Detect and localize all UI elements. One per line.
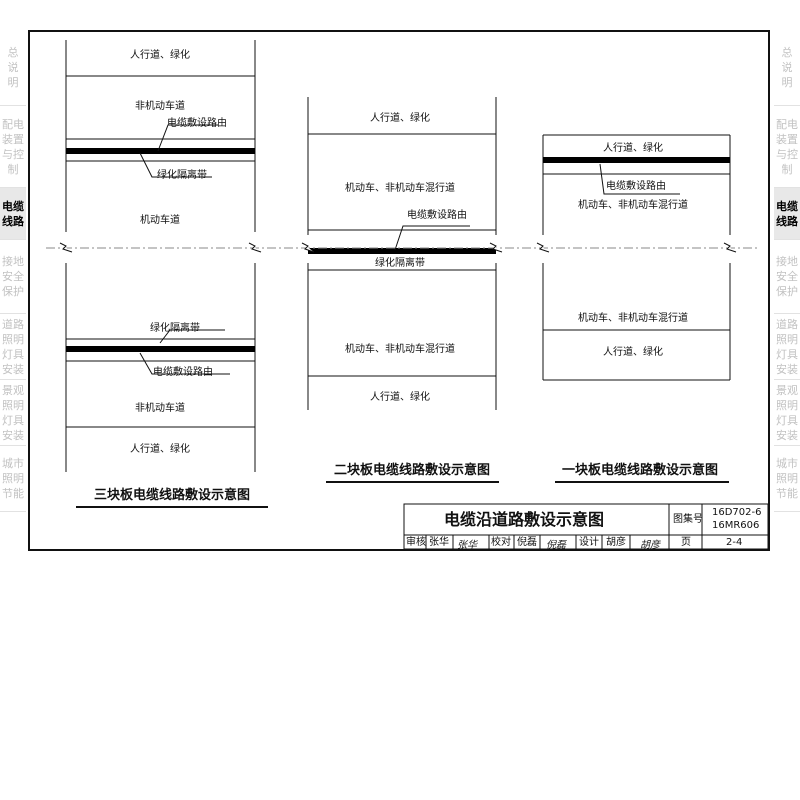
label-bike-lane-bottom: 非机动车道 bbox=[135, 403, 185, 414]
design-label: 设计 bbox=[579, 537, 599, 548]
label-motorway: 机动车道 bbox=[140, 215, 180, 226]
caption-underline bbox=[76, 506, 268, 508]
atlas-no-1: 16D702-6 bbox=[712, 507, 762, 518]
label-cable-route: 电缆敷设路由 bbox=[606, 181, 666, 192]
label-cable-route: 电缆敷设路由 bbox=[167, 118, 227, 129]
reviewer-name: 张华 bbox=[429, 537, 449, 548]
label-sidewalk-top: 人行道、绿化 bbox=[130, 50, 190, 61]
chapter-tab[interactable]: 总 说 明 bbox=[774, 30, 800, 106]
chapter-tab[interactable]: 配电 装置 与控 制 bbox=[774, 106, 800, 188]
label-sidewalk-top: 人行道、绿化 bbox=[370, 113, 430, 124]
chapter-tab[interactable]: 电缆 线路 bbox=[0, 188, 26, 240]
page-number: 2-4 bbox=[726, 537, 743, 548]
page-label: 页 bbox=[681, 537, 691, 548]
label-sidewalk-bottom: 人行道、绿化 bbox=[370, 392, 430, 403]
chapter-tab[interactable]: 电缆 线路 bbox=[774, 188, 800, 240]
checker-signature: 倪磊 bbox=[546, 540, 566, 551]
label-green-median: 绿化隔离带 bbox=[157, 170, 207, 181]
label-bike-lane-top: 非机动车道 bbox=[135, 101, 185, 112]
atlas-no-2: 16MR606 bbox=[712, 520, 760, 531]
label-sidewalk-bottom: 人行道、绿化 bbox=[130, 444, 190, 455]
label-mixed-lane-top: 机动车、非机动车混行道 bbox=[345, 183, 455, 194]
label-mixed-lane-bottom: 机动车、非机动车混行道 bbox=[345, 344, 455, 355]
chapter-tab[interactable]: 接地 安全 保护 bbox=[774, 240, 800, 314]
caption-one-panel: 一块板电缆线路敷设示意图 bbox=[561, 463, 719, 478]
chapter-tab[interactable]: 道路 照明 灯具 安装 bbox=[774, 314, 800, 380]
label-sidewalk-top: 人行道、绿化 bbox=[603, 143, 663, 154]
caption-underline bbox=[326, 481, 499, 483]
chapter-tab[interactable]: 总 说 明 bbox=[0, 30, 26, 106]
label-green-median: 绿化隔离带 bbox=[375, 258, 425, 269]
chapter-tab[interactable]: 接地 安全 保护 bbox=[0, 240, 26, 314]
caption-underline bbox=[555, 481, 729, 483]
review-label: 审核 bbox=[406, 537, 426, 548]
chapter-tab[interactable]: 配电 装置 与控 制 bbox=[0, 106, 26, 188]
checker-name: 倪磊 bbox=[517, 537, 537, 548]
label-cable-route: 电缆敷设路由 bbox=[153, 367, 213, 378]
label-cable-route: 电缆敷设路由 bbox=[407, 210, 467, 221]
label-mixed-lane-top: 机动车、非机动车混行道 bbox=[578, 200, 688, 211]
designer-name: 胡彦 bbox=[606, 537, 626, 548]
chapter-tab[interactable]: 景观 照明 灯具 安装 bbox=[0, 380, 26, 446]
drawing-frame bbox=[28, 30, 770, 551]
drawing-title: 电缆沿道路敷设示意图 bbox=[444, 510, 605, 529]
label-mixed-lane-bottom: 机动车、非机动车混行道 bbox=[578, 313, 688, 324]
caption-three-panel: 三块板电缆线路敷设示意图 bbox=[93, 488, 251, 503]
label-sidewalk-bottom: 人行道、绿化 bbox=[603, 347, 663, 358]
reviewer-signature: 张华 bbox=[457, 540, 477, 551]
chapter-tab[interactable]: 城市 照明 节能 bbox=[0, 446, 26, 512]
check-label: 校对 bbox=[491, 537, 511, 548]
right-chapter-tabs: 总 说 明配电 装置 与控 制电缆 线路接地 安全 保护道路 照明 灯具 安装景… bbox=[774, 30, 800, 512]
label-green-median: 绿化隔离带 bbox=[150, 323, 200, 334]
caption-two-panel: 二块板电缆线路敷设示意图 bbox=[333, 463, 491, 478]
atlas-no-label: 图集号 bbox=[673, 514, 703, 525]
left-chapter-tabs: 总 说 明配电 装置 与控 制电缆 线路接地 安全 保护道路 照明 灯具 安装景… bbox=[0, 30, 26, 512]
chapter-tab[interactable]: 道路 照明 灯具 安装 bbox=[0, 314, 26, 380]
chapter-tab[interactable]: 城市 照明 节能 bbox=[774, 446, 800, 512]
chapter-tab[interactable]: 景观 照明 灯具 安装 bbox=[774, 380, 800, 446]
designer-signature: 胡彦 bbox=[640, 540, 660, 551]
